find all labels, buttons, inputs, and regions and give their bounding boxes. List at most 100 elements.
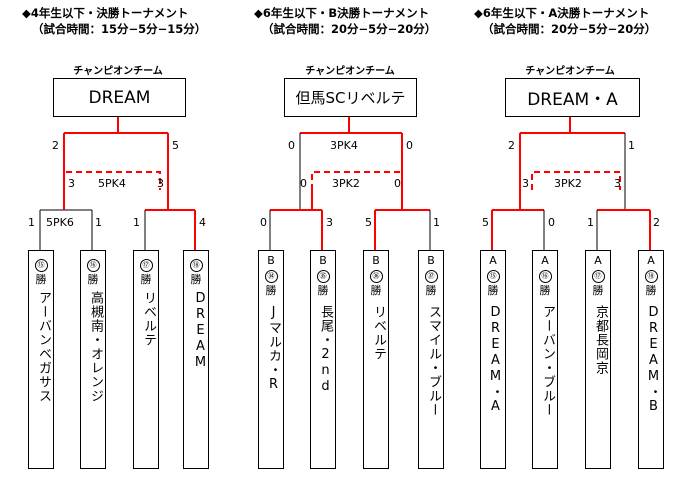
bracket-3-champion-label: チャンピオンチーム — [525, 66, 615, 77]
bracket-3-semi-pk: 3PK2 — [554, 177, 582, 190]
group-prefix: B — [427, 254, 435, 267]
bracket-2-title: ◆6年生以下・B決勝トーナメント — [254, 6, 430, 20]
win-label: 勝 — [425, 284, 437, 297]
bracket-3-final-right-score: 1 — [628, 139, 635, 152]
team-name: Jマルカ・R — [266, 305, 281, 393]
bracket-3-q1-right-score: 0 — [548, 216, 555, 229]
bracket-3-champion-box: DREAM・A — [505, 78, 640, 117]
team-name: DREAM・B — [646, 305, 661, 415]
win-label: 勝 — [645, 284, 657, 297]
bracket-1-q2-left-score: 1 — [133, 216, 140, 229]
bracket-2-champion-label: チャンピオンチーム — [305, 66, 395, 77]
bracket-2-q1-right-score: 3 — [326, 216, 333, 229]
bracket-3-final-left-score: 2 — [508, 139, 515, 152]
bracket-1-final-right-score: 5 — [172, 139, 179, 152]
group-prefix: A — [489, 254, 497, 267]
seed-badge: ㉟ — [316, 270, 330, 283]
team-name: DREAM — [193, 291, 208, 371]
seed-badge: ⑮ — [486, 270, 500, 283]
bracket-1-team-2: ⑯ 勝 高槻南・オレンジ — [80, 250, 106, 469]
bracket-1-q1-right-score: 1 — [95, 216, 102, 229]
bracket-1-final-left-score: 2 — [52, 139, 59, 152]
team-name: アーバン・ブルー — [540, 305, 555, 417]
bracket-3-title: ◆6年生以下・A決勝トーナメント — [474, 6, 650, 20]
group-prefix: A — [541, 254, 549, 267]
bracket-1-champion-label: チャンピオンチーム — [73, 66, 163, 77]
seed-badge: ⑯ — [86, 259, 100, 272]
seed-badge: ⑱ — [189, 259, 203, 272]
bracket-2-team-3: B ㊱ 勝 リベルテ — [363, 250, 389, 469]
team-name: リベルテ — [371, 305, 386, 361]
team-name: アーバンベガサス — [36, 291, 51, 403]
bracket-1-lines — [39, 117, 196, 250]
bracket-3-q2-left-score: 1 — [587, 216, 594, 229]
bracket-2-team-4: B ㊲ 勝 スマイル・ブルー — [418, 250, 444, 469]
team-name: リベルテ — [141, 291, 156, 347]
seed-badge: ㊱ — [369, 270, 383, 283]
bracket-3-semi-right-score: 3 — [614, 177, 621, 190]
bracket-2-semi-left-score: 0 — [300, 177, 307, 190]
bracket-2-q2-left-score: 5 — [365, 216, 372, 229]
team-name: DREAM・A — [488, 305, 503, 415]
win-label: 勝 — [592, 284, 604, 297]
bracket-1-semi-pk: 5PK4 — [98, 177, 126, 190]
group-prefix: A — [647, 254, 655, 267]
bracket-3-semi-left-score: 3 — [522, 177, 529, 190]
bracket-2-team-2: B ㉟ 勝 長尾・2nd — [310, 250, 336, 469]
bracket-2-semi-right-score: 0 — [394, 177, 401, 190]
bracket-2-final-pk: 3PK4 — [330, 139, 358, 152]
win-label: 勝 — [87, 273, 99, 286]
seed-badge: ㊲ — [424, 270, 438, 283]
bracket-1-semi-left-score: 3 — [68, 177, 75, 190]
bracket-3-subtitle: （試合時間：20分−5分−20分） — [482, 22, 657, 36]
bracket-3-team-4: A ⑱ 勝 DREAM・B — [638, 250, 664, 469]
bracket-1-champion-box: DREAM — [53, 78, 186, 117]
bracket-1-team-3: ⑰ 勝 リベルテ — [133, 250, 159, 469]
win-label: 勝 — [487, 284, 499, 297]
bracket-1-team-4: ⑱ 勝 DREAM — [183, 250, 209, 469]
win-label: 勝 — [265, 284, 277, 297]
bracket-2-team-1: B ㉞ 勝 Jマルカ・R — [258, 250, 284, 469]
bracket-3-lines — [491, 117, 651, 250]
team-name: 高槻南・オレンジ — [88, 291, 103, 403]
bracket-1-subtitle: （試合時間：15分−5分−15分） — [32, 22, 207, 36]
win-label: 勝 — [370, 284, 382, 297]
win-label: 勝 — [35, 273, 47, 286]
win-label: 勝 — [317, 284, 329, 297]
bracket-2-lines — [269, 117, 431, 250]
seed-badge: ⑱ — [644, 270, 658, 283]
group-prefix: A — [594, 254, 602, 267]
bracket-2-semi-pk: 3PK2 — [332, 177, 360, 190]
bracket-2-final-left-score: 0 — [288, 139, 295, 152]
group-prefix: B — [267, 254, 275, 267]
seed-badge: ⑰ — [591, 270, 605, 283]
seed-badge: ⑮ — [34, 259, 48, 272]
win-label: 勝 — [190, 273, 202, 286]
bracket-1-q2-right-score: 4 — [199, 216, 206, 229]
win-label: 勝 — [140, 273, 152, 286]
bracket-1-semi-right-score: 3 — [157, 177, 164, 190]
seed-badge: ⑰ — [139, 259, 153, 272]
bracket-3-team-1: A ⑮ 勝 DREAM・A — [480, 250, 506, 469]
team-name: スマイル・ブルー — [426, 305, 441, 417]
bracket-1-q1-pk: 5PK6 — [46, 216, 74, 229]
seed-badge: ⑯ — [538, 270, 552, 283]
group-prefix: B — [372, 254, 380, 267]
bracket-3-team-3: A ⑰ 勝 京都長岡京 — [585, 250, 611, 469]
bracket-2-q1-left-score: 0 — [260, 216, 267, 229]
team-name: 京都長岡京 — [593, 305, 608, 375]
bracket-2-q2-right-score: 1 — [433, 216, 440, 229]
bracket-2-subtitle: （試合時間：20分−5分−20分） — [262, 22, 437, 36]
bracket-1-q1-left-score: 1 — [28, 216, 35, 229]
bracket-2-champion-box: 但馬SCリベルテ — [284, 78, 417, 117]
bracket-3-q2-right-score: 2 — [653, 216, 660, 229]
group-prefix: B — [319, 254, 327, 267]
team-name: 長尾・2nd — [318, 305, 333, 395]
bracket-1-team-1: ⑮ 勝 アーバンベガサス — [28, 250, 54, 469]
bracket-3-q1-left-score: 5 — [482, 216, 489, 229]
bracket-1-title: ◆4年生以下・決勝トーナメント — [22, 6, 189, 20]
win-label: 勝 — [539, 284, 551, 297]
bracket-2-final-right-score: 0 — [406, 139, 413, 152]
bracket-3-team-2: A ⑯ 勝 アーバン・ブルー — [532, 250, 558, 469]
